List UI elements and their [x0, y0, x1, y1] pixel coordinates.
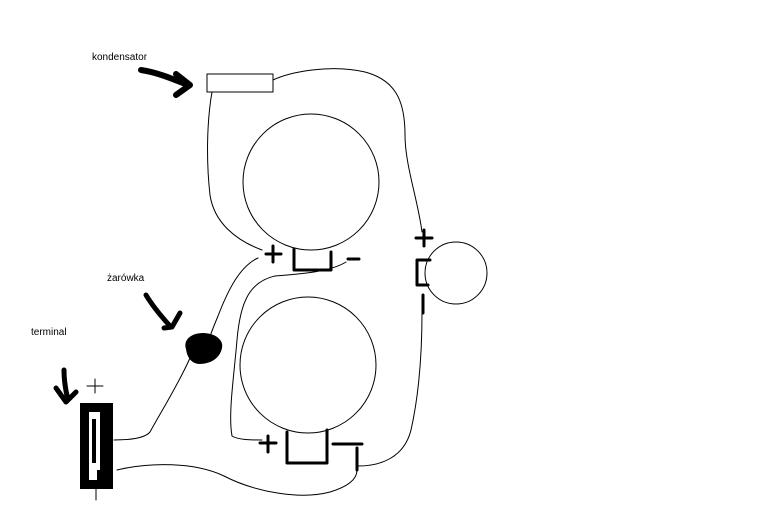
upper-coil: [242, 113, 380, 251]
terminal: [80, 403, 113, 489]
upper-coil-bracket: [292, 247, 333, 272]
lower-coil-bracket: [285, 428, 329, 465]
wire-upper-minus: [230, 261, 347, 441]
wire-capacitor-left: [207, 91, 263, 251]
upper-plus-sign: [264, 244, 283, 264]
lower-coil: [239, 296, 377, 434]
capacitor-label: kondensator: [92, 52, 148, 63]
bulb-label: żarówka: [107, 273, 145, 284]
right-coil: [424, 241, 488, 305]
terminal-label: terminal: [31, 327, 67, 338]
bulb: [185, 333, 223, 364]
right-plus-sign: [414, 228, 434, 248]
terminal-pointer-arrow: [53, 367, 79, 405]
wire-right-lower: [357, 311, 423, 467]
capacitor: [206, 73, 274, 93]
wire-capacitor-right: [272, 68, 423, 233]
lower-plus-sign: [258, 434, 278, 454]
capacitor-pointer-arrow: [138, 67, 193, 98]
bulb-pointer-arrow: [143, 292, 183, 331]
terminal-plus-sign: [86, 378, 104, 394]
right-coil-bracket: [415, 258, 432, 287]
lower-minus-sign: [331, 442, 364, 472]
wire-terminal-bottom: [116, 464, 358, 496]
wire-bulb-lower: [113, 357, 191, 441]
